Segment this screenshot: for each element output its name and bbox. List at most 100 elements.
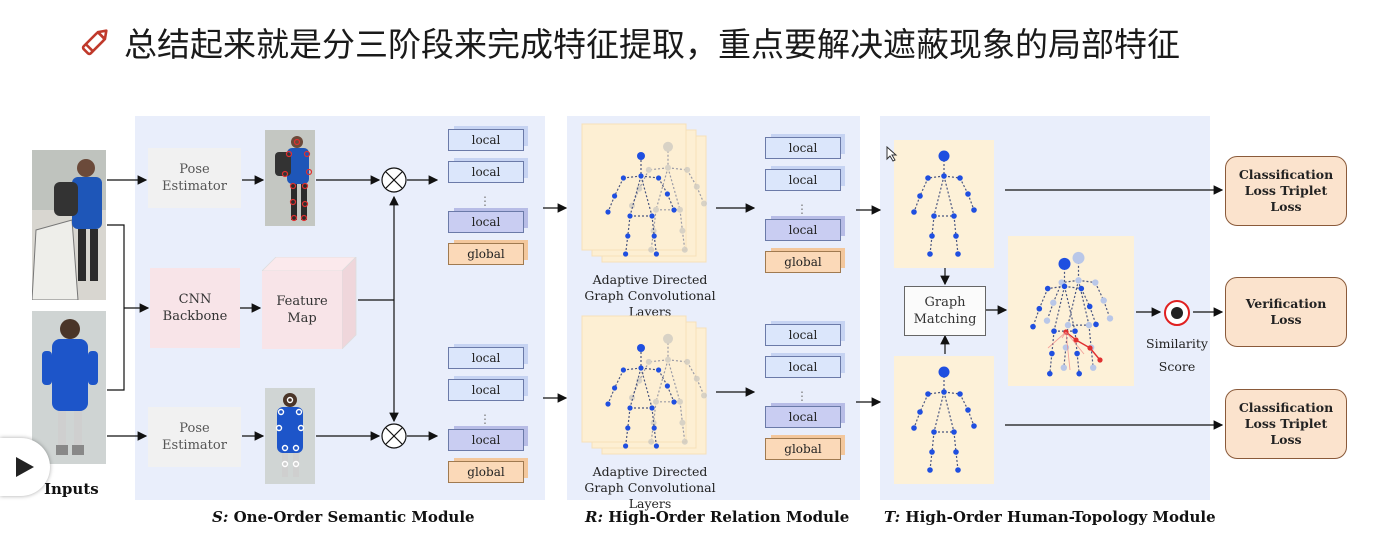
feature-bar-local: local (765, 324, 841, 346)
skeleton-joint (925, 175, 931, 181)
skeleton-joint (1064, 321, 1072, 329)
skeleton-joint (953, 449, 959, 455)
skeleton-edge (933, 391, 945, 433)
skeleton-edge (1032, 308, 1040, 327)
topology-module-prefix: T: (884, 508, 901, 526)
skeleton-joint (1074, 350, 1080, 357)
skeleton-joint (953, 233, 959, 239)
feature-bar-local: local (448, 129, 524, 151)
skeleton-joint (941, 389, 947, 395)
feature-bar-local: local (448, 211, 524, 233)
skeleton-edge (623, 175, 642, 179)
feature-bar-ellipsis: ⋮ (796, 389, 808, 403)
skeleton-edge (1090, 347, 1094, 368)
skeleton-joint (1092, 279, 1099, 286)
skeleton-edge (651, 215, 655, 237)
skeleton-joint (645, 166, 652, 173)
skeleton-edge (640, 175, 659, 179)
skeleton-edge (1076, 353, 1080, 374)
skeleton-edge (1064, 285, 1082, 290)
skeleton-joint (965, 407, 971, 413)
skeleton-edge (667, 359, 681, 402)
skeleton-joint (649, 405, 655, 411)
skeleton-joint (650, 227, 657, 234)
skeleton-joint (1085, 321, 1093, 329)
skeleton-edge (1103, 300, 1111, 319)
feature-bar-global: global (448, 461, 524, 483)
skeleton-joint (1058, 257, 1071, 270)
skeleton-edge (653, 427, 657, 447)
skeleton-joint (693, 375, 700, 382)
skeleton-edge (1052, 282, 1063, 303)
skeleton-edge (666, 385, 675, 403)
skeleton-edge (1094, 282, 1105, 301)
skeleton-edge (607, 195, 616, 213)
skeleton-edge (640, 367, 653, 409)
skeleton-joint (605, 209, 611, 215)
pose-crop-top (265, 130, 315, 226)
skeleton-edge (1053, 286, 1066, 332)
topology-graph-top (894, 140, 994, 268)
adgcn-graph-bottom (578, 314, 710, 460)
skeleton-joint (911, 425, 917, 431)
skeleton-edge (650, 422, 655, 442)
skeleton-joint (1043, 317, 1051, 324)
semantic-module-name: One-Order Semantic Module (233, 508, 475, 526)
skeleton-edge (1038, 288, 1049, 309)
skeleton-joint (653, 206, 659, 213)
skeleton-joint (645, 358, 652, 365)
skeleton-joint (957, 175, 963, 181)
skeleton-edge (638, 169, 650, 190)
semantic-module-label: S: One-Order Semantic Module (212, 508, 475, 526)
topology-module-name: High-Order Human-Topology Module (905, 508, 1216, 526)
skeleton-joint (1093, 321, 1099, 328)
matching-edge (1065, 331, 1085, 355)
skeleton-edge (640, 175, 653, 217)
adgcn-caption-top: Adaptive Directed Graph Convolutional La… (584, 272, 716, 319)
play-button[interactable] (0, 438, 50, 496)
skeleton-edge (648, 359, 669, 363)
skeleton-joint (931, 429, 937, 435)
page-title: 总结起来就是分三阶段来完成特征提取，重点要解决遮蔽现象的局部特征 (78, 14, 1180, 70)
skeleton-joint (679, 419, 686, 426)
skeleton-joint (638, 365, 644, 371)
semantic-module-prefix: S: (212, 508, 229, 526)
skeleton-edge (627, 407, 631, 429)
skeleton-edge (1051, 331, 1055, 354)
skeleton-edge (650, 230, 655, 250)
skeleton-joint (917, 193, 923, 199)
skeleton-edge (931, 431, 935, 453)
skeleton-edge (919, 177, 929, 197)
skeleton-joint (653, 443, 659, 449)
skeleton-joint (650, 419, 657, 426)
skeleton-edge (953, 215, 957, 237)
skeleton-joint (665, 356, 671, 363)
cnn-backbone: CNN Backbone (150, 268, 240, 348)
skeleton-joint (951, 429, 957, 435)
skeleton-joint (965, 191, 971, 197)
skeleton-joint (1051, 328, 1057, 334)
skeleton-edge (931, 215, 935, 237)
feature-bar-ellipsis: ⋮ (479, 412, 491, 426)
skeleton-joint (671, 207, 677, 213)
skeleton-joint (620, 175, 626, 181)
relation-module-label: R: High-Order Relation Module (585, 508, 849, 526)
skeleton-joint (1049, 350, 1055, 357)
skeleton-joint (1050, 299, 1057, 306)
skeleton-joint (636, 185, 643, 192)
skeleton-joint (637, 344, 645, 352)
skeleton-joint (1078, 285, 1085, 292)
topology-graph-bottom (894, 356, 994, 484)
pose-estimator-top: Pose Estimator (148, 148, 241, 208)
feature-map: Feature Map (261, 256, 358, 350)
skeleton-joint (671, 399, 677, 405)
skeleton-joint (638, 173, 644, 179)
skeleton-joint (1060, 364, 1067, 371)
pencil-icon (78, 25, 112, 59)
skeleton-joint (938, 150, 950, 162)
skeleton-edge (959, 177, 969, 195)
skeleton-edge (679, 401, 683, 423)
skeleton-edge (929, 235, 933, 255)
skeleton-joint (625, 425, 631, 431)
